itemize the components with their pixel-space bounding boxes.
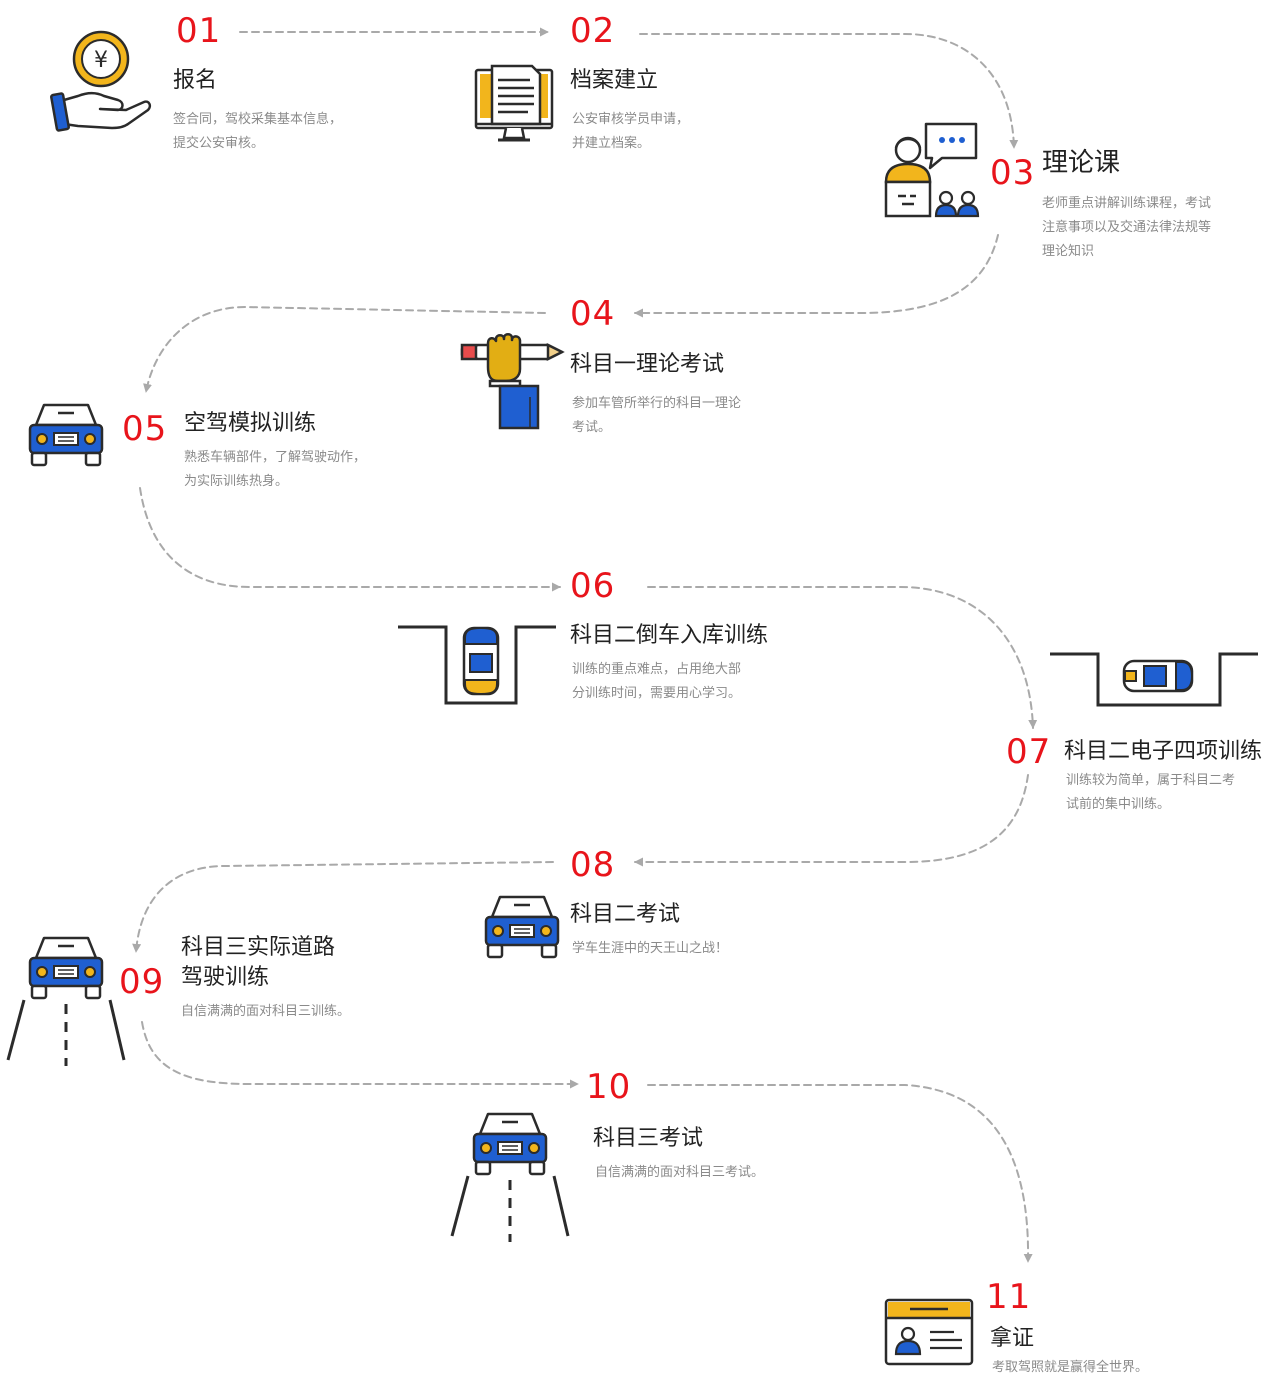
step-number: 04 <box>570 294 616 334</box>
step-description-line: 分训练时间，需要用心学习。 <box>572 686 742 701</box>
svg-text:¥: ¥ <box>94 48 108 73</box>
connector-07-08 <box>634 774 1029 867</box>
connector-02-03 <box>639 33 1019 149</box>
connector-03-04 <box>634 234 999 318</box>
step-description: 老师重点讲解训练课程，考试 注意事项以及交通法律法规等 理论知识 <box>1042 192 1211 264</box>
step-number: 05 <box>122 409 168 449</box>
step-description-line: 理论知识 <box>1042 244 1095 259</box>
connector-04-05 <box>143 305 546 393</box>
step-number: 10 <box>586 1067 632 1107</box>
connector-10-11 <box>647 1084 1033 1263</box>
step-number: 03 <box>990 153 1036 193</box>
step-title: 科目二电子四项训练 <box>1064 739 1263 764</box>
hand-coin-icon: ¥ <box>48 30 152 132</box>
step-description: 学车生涯中的天王山之战！ <box>572 937 728 961</box>
step-number: 01 <box>176 11 222 51</box>
hand-pencil-icon <box>460 333 565 430</box>
step-description: 自信满满的面对科目三考试。 <box>595 1161 764 1185</box>
step-description-line: 考取驾照就是赢得全世界。 <box>992 1360 1149 1375</box>
step-title: 科目三考试 <box>593 1126 704 1151</box>
step-number: 02 <box>570 11 616 51</box>
step-description-line: 老师重点讲解训练课程，考试 <box>1042 196 1212 211</box>
step-description: 自信满满的面对科目三训练。 <box>181 1000 350 1024</box>
step-description-line: 公安审核学员申请， <box>572 112 690 127</box>
step-description: 参加车管所举行的科目一理论 考试。 <box>572 392 741 440</box>
car-road-icon <box>4 934 128 1068</box>
step-description-line: 自信满满的面对科目三训练。 <box>181 1004 351 1019</box>
teacher-lecture-icon <box>882 120 982 220</box>
car-front-icon <box>26 401 106 469</box>
step-description: 训练的重点难点，占用绝大部 分训练时间，需要用心学习。 <box>572 658 741 706</box>
step-description-line: 考试。 <box>572 420 612 435</box>
step-description: 考取驾照就是赢得全世界。 <box>992 1356 1148 1380</box>
connector-09-10 <box>141 1021 579 1089</box>
step-description-line: 提交公安审核。 <box>173 136 265 151</box>
step-description: 熟悉车辆部件，了解驾驶动作， 为实际训练热身。 <box>184 446 366 494</box>
reverse-parking-icon <box>398 624 556 706</box>
step-description-line: 签合同，驾校采集基本信息， <box>173 112 343 127</box>
step-title: 科目二考试 <box>570 902 681 927</box>
step-title: 拿证 <box>990 1326 1035 1351</box>
connector-08-09 <box>132 861 554 953</box>
side-parking-icon <box>1048 651 1258 709</box>
document-monitor-icon <box>474 64 554 144</box>
step-description-line: 训练的重点难点，占用绝大部 <box>572 662 742 677</box>
step-description-line: 训练较为简单，属于科目二考 <box>1066 773 1236 788</box>
step-description-line: 学车生涯中的天王山之战！ <box>572 941 729 956</box>
step-number: 06 <box>570 566 616 606</box>
step-number: 08 <box>570 845 616 885</box>
step-description: 公安审核学员申请， 并建立档案。 <box>572 108 689 156</box>
step-title: 报名 <box>173 68 218 93</box>
step-title: 理论课 <box>1042 148 1121 178</box>
step-description-line: 为实际训练热身。 <box>184 474 289 489</box>
step-number: 09 <box>119 962 165 1002</box>
connector-06-07 <box>647 586 1038 729</box>
step-description-line: 并建立档案。 <box>572 136 651 151</box>
step-description-line: 熟悉车辆部件，了解驾驶动作， <box>184 450 367 465</box>
step-description: 训练较为简单，属于科目二考 试前的集中训练。 <box>1066 769 1235 817</box>
step-number: 07 <box>1006 732 1052 772</box>
step-number: 11 <box>986 1277 1032 1317</box>
car-front-icon <box>482 893 562 961</box>
step-description: 签合同，驾校采集基本信息， 提交公安审核。 <box>173 108 342 156</box>
step-title: 科目一理论考试 <box>570 352 725 377</box>
step-title: 档案建立 <box>570 68 659 93</box>
step-title: 科目三实际道路 <box>181 935 336 960</box>
step-description-line: 试前的集中训练。 <box>1066 797 1171 812</box>
step-title: 空驾模拟训练 <box>184 411 317 436</box>
car-road-icon <box>448 1110 572 1244</box>
connector-05-06 <box>139 487 561 592</box>
step-title-line2: 驾驶训练 <box>181 965 270 990</box>
step-description-line: 自信满满的面对科目三考试。 <box>595 1165 765 1180</box>
step-description-line: 注意事项以及交通法律法规等 <box>1042 220 1212 235</box>
license-card-icon <box>884 1298 974 1366</box>
step-description-line: 参加车管所举行的科目一理论 <box>572 396 742 411</box>
step-title: 科目二倒车入库训练 <box>570 623 769 648</box>
